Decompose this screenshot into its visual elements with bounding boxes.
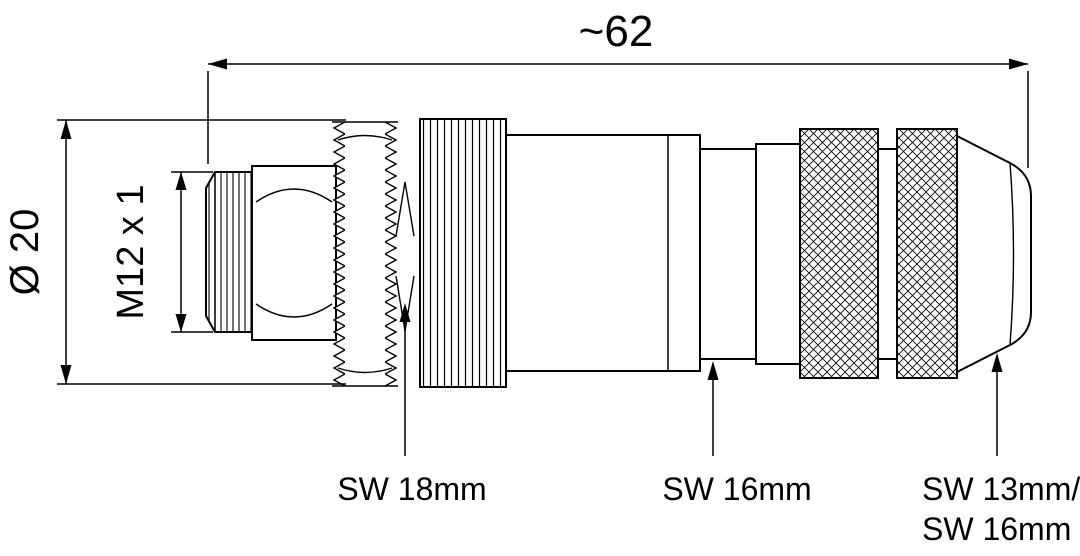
cable-gland-cap	[956, 134, 1032, 374]
gland-cap-outline	[956, 134, 1032, 374]
sw16-arrowhead	[707, 361, 719, 380]
knurled-coupling-ring	[419, 118, 507, 388]
serrated-ring-teeth-left	[332, 122, 345, 386]
hex-flange-arc-top	[255, 188, 333, 203]
thread-arrowhead-top	[175, 172, 187, 190]
grip-rear-outline	[896, 128, 958, 379]
serrated-ring-face	[344, 123, 386, 385]
gland-cap-contour	[1009, 162, 1015, 346]
sw13-label-line2: SW 16mm	[922, 511, 1071, 547]
overall-length-arrowhead-left	[208, 58, 227, 70]
outer-diameter-arrowhead-top	[60, 120, 72, 139]
callout-sw18: SW 18mm	[337, 303, 487, 507]
serrated-ring-arc-top	[337, 134, 393, 141]
connector-drawing	[205, 118, 1032, 388]
thread-tip-outline	[205, 171, 253, 333]
body-hex-section	[699, 148, 757, 360]
spacer-ring-outline	[755, 143, 801, 365]
callout-sw16: SW 16mm	[662, 361, 812, 507]
coupling-ring-outline	[419, 118, 507, 388]
sw16-label: SW 16mm	[662, 471, 811, 507]
hex-flange-outline	[251, 165, 337, 341]
serrated-lock-ring	[332, 121, 398, 387]
thread-label: M12 x 1	[110, 184, 152, 319]
hex-corner-top	[395, 181, 415, 237]
sw18-arrowhead	[399, 303, 411, 322]
overall-length-arrowhead-right	[1009, 58, 1028, 70]
sw13-arrowhead	[991, 353, 1003, 372]
serrated-ring-teeth-right	[385, 122, 398, 386]
serrated-ring-arc-bottom	[337, 367, 393, 374]
hex-flange-arc-bottom	[255, 303, 333, 318]
dimension-thread: M12 x 1	[110, 171, 213, 333]
thread-arrowhead-bottom	[175, 314, 187, 332]
sw18-label: SW 18mm	[337, 471, 486, 507]
body-hex-outline	[699, 148, 757, 360]
connector-body	[505, 134, 701, 372]
dimension-overall-length: ~62	[207, 7, 1029, 168]
spacer-ring	[755, 143, 801, 365]
grip-groove-outline	[877, 148, 898, 360]
outer-diameter-arrowhead-bottom	[60, 365, 72, 384]
body-outline	[505, 134, 701, 372]
callout-sw13-sw16: SW 13mm/ SW 16mm	[922, 353, 1080, 547]
knurled-grip-front	[799, 128, 879, 379]
sw13-label-line1: SW 13mm/	[922, 471, 1080, 507]
thread-tip	[205, 171, 253, 333]
overall-length-label: ~62	[579, 7, 654, 56]
grip-groove	[877, 148, 898, 360]
outer-diameter-label: Ø 20	[3, 209, 47, 296]
grip-front-outline	[799, 128, 879, 379]
dimension-outer-diameter: Ø 20	[3, 119, 346, 385]
knurled-grip-rear	[896, 128, 958, 379]
hex-flange	[251, 165, 337, 341]
